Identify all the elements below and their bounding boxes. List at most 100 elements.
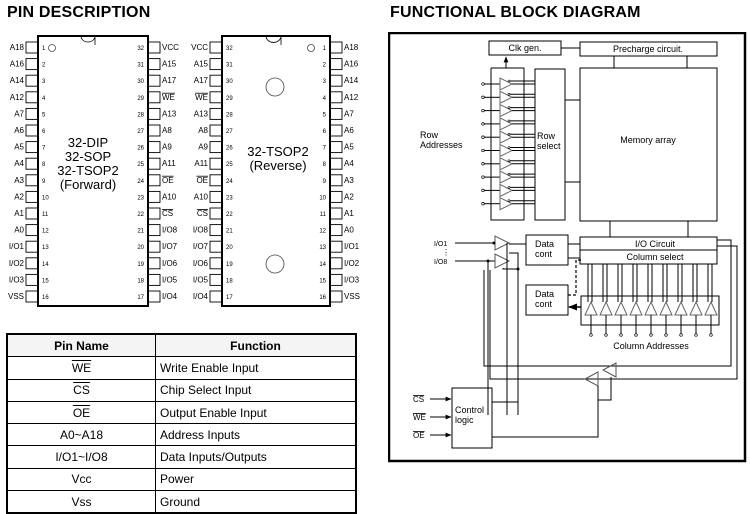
pin-pad — [147, 41, 161, 54]
pin-number: 12 — [319, 229, 326, 235]
pin-name: A12 — [10, 93, 25, 102]
pin-pad — [329, 257, 343, 270]
pin-number: 4 — [42, 96, 46, 102]
pin-number: 25 — [226, 162, 233, 168]
row-buffer — [481, 196, 535, 211]
data-cont-1-label: Data cont — [535, 239, 557, 259]
pin-pad — [25, 273, 39, 286]
pin-number: 14 — [42, 262, 49, 268]
pin-number: 16 — [319, 295, 326, 301]
forward-package-label: 32-SOP — [65, 149, 111, 164]
pin-pad — [209, 257, 223, 270]
pin-number: 10 — [319, 195, 326, 201]
pin-number: 31 — [226, 63, 233, 69]
pin-pad — [147, 240, 161, 253]
row-buffer — [481, 130, 535, 145]
pin-pad — [329, 58, 343, 71]
pin-pad — [25, 91, 39, 104]
pin-number: 3 — [42, 79, 46, 85]
pin-name: A3 — [14, 176, 24, 185]
row-address-pin — [481, 135, 485, 139]
pin-name: A6 — [14, 126, 24, 135]
pin-number: 19 — [226, 262, 233, 268]
pin-number: 2 — [42, 63, 46, 69]
buffer-triangle — [629, 300, 643, 316]
block-diagram: Clk gen. Precharge circuit. Row select M… — [388, 32, 747, 463]
pin-number: 9 — [42, 179, 46, 185]
pin-pad — [209, 107, 223, 120]
pin-pad — [209, 91, 223, 104]
io-output-buffer-1 — [494, 253, 511, 269]
data-cont-2-label: Data cont — [535, 289, 557, 309]
control-input-oe: OE — [413, 431, 452, 440]
pin-pad — [209, 273, 223, 286]
pin-number: 6 — [42, 129, 46, 135]
pin-number: 32 — [137, 46, 144, 52]
pin-function-cell: Write Enable Input — [155, 356, 357, 380]
data-cont-block-2 — [525, 284, 569, 316]
io-dots: ⋮ — [442, 248, 450, 257]
pin-pad — [209, 141, 223, 154]
pin-number: 21 — [137, 229, 144, 235]
pin-name: VCC — [191, 43, 208, 52]
pin-name: A1 — [14, 209, 24, 218]
pin-name: I/O7 — [162, 242, 178, 251]
pin-number: 15 — [42, 278, 49, 284]
column-address-pin — [604, 333, 608, 337]
reverse-mold-mark-bottom — [265, 254, 285, 274]
pin-function-cell: Ground — [155, 490, 357, 514]
buffer-triangle — [499, 196, 514, 211]
pin-pad — [147, 174, 161, 187]
pin-number: 10 — [42, 195, 49, 201]
pin-8: A48 — [323, 157, 354, 170]
pin-number: 32 — [226, 46, 233, 52]
pin-pad — [147, 157, 161, 170]
pin-name: VSS — [8, 292, 24, 301]
precharge-block — [579, 41, 718, 57]
pin-number: 1 — [42, 46, 46, 52]
row-buffer — [481, 143, 535, 158]
pin-number: 13 — [42, 245, 49, 251]
pin-name-cell: WE — [6, 356, 156, 380]
column-addresses-label: Column Addresses — [613, 341, 689, 351]
forward-pin1-marker — [48, 44, 56, 52]
pin-function-cell: Power — [155, 467, 357, 492]
pin-pad — [329, 91, 343, 104]
pin-name: A9 — [162, 143, 172, 152]
pin-pad — [329, 41, 343, 54]
column-buffer — [599, 264, 613, 337]
row-address-pin — [481, 188, 485, 193]
pin-name: A4 — [344, 159, 354, 168]
pin-pad — [209, 58, 223, 71]
buffer-triangle — [644, 300, 658, 316]
pin-pad — [209, 190, 223, 203]
pin-number: 18 — [137, 278, 144, 284]
pin-number: 22 — [226, 212, 233, 218]
pin-name: I/O8 — [162, 226, 178, 235]
reverse-package-label: (Reverse) — [249, 158, 306, 173]
pin-21: I/O8 21 — [137, 224, 178, 237]
pin-pad — [329, 124, 343, 137]
buffer-triangle — [499, 103, 514, 118]
buffer-triangle — [499, 156, 514, 171]
pin-pad — [329, 224, 343, 237]
column-buffer — [704, 264, 718, 337]
column-buffer — [614, 264, 628, 337]
pin-pad — [147, 224, 161, 237]
